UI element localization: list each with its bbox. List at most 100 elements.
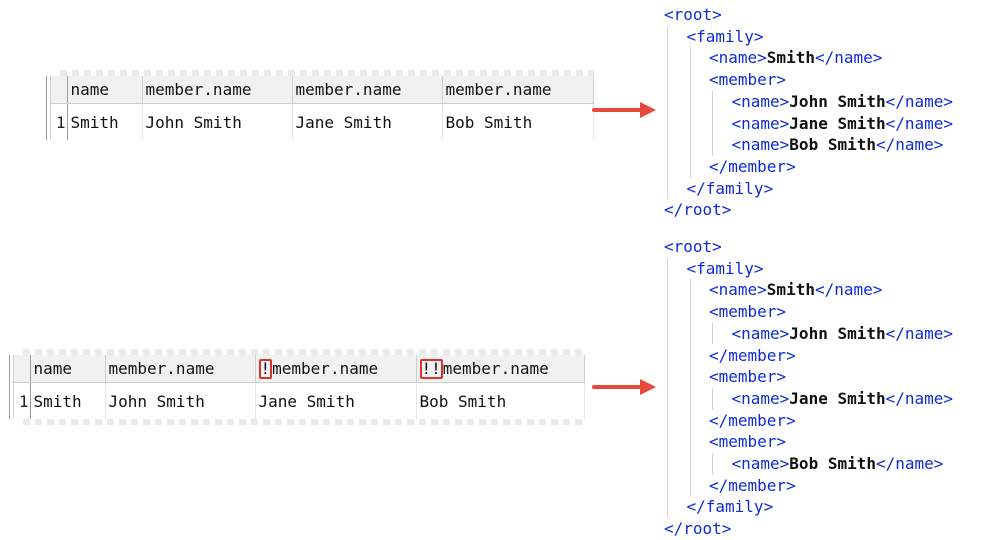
xml-tag: <member> bbox=[709, 302, 787, 322]
xml-line: <name>John Smith</name> bbox=[664, 91, 954, 113]
xml-tag: </family> bbox=[686, 178, 774, 198]
row-header-corner[interactable] bbox=[50, 76, 68, 104]
column-header[interactable]: member.name bbox=[292, 76, 443, 104]
xml-tag: <name> bbox=[731, 113, 790, 133]
xml-tag: <name> bbox=[731, 135, 790, 155]
xml-value: Bob Smith bbox=[789, 135, 876, 155]
xml-tag: </name> bbox=[885, 113, 954, 133]
xml-line: </root> bbox=[664, 199, 953, 221]
xml-line: <name>Jane Smith</name> bbox=[664, 388, 954, 410]
table-row: 1 Smith John Smith Jane Smith Bob Smith bbox=[50, 103, 594, 140]
xml-value: Jane Smith bbox=[789, 388, 886, 408]
xml-tag: <name> bbox=[731, 388, 790, 408]
xml-tag: <member> bbox=[709, 432, 787, 452]
xml-tag: <member> bbox=[709, 70, 787, 90]
xml-line: </member> bbox=[664, 156, 953, 178]
xml-tag: </name> bbox=[885, 323, 954, 343]
xml-tag: </name> bbox=[814, 280, 883, 300]
xml-tag: <name> bbox=[731, 454, 790, 474]
table-cell[interactable]: Jane Smith bbox=[255, 382, 417, 419]
table-cell[interactable]: Smith bbox=[67, 103, 143, 140]
xml-tag: <family> bbox=[686, 258, 764, 278]
table-cell[interactable]: Jane Smith bbox=[292, 103, 443, 140]
xml-tag: <name> bbox=[709, 280, 767, 300]
table-cell[interactable]: Bob Smith bbox=[442, 103, 594, 140]
column-header-label: member.name bbox=[272, 358, 379, 378]
xml-value: Bob Smith bbox=[789, 454, 876, 474]
column-header-label: member.name bbox=[108, 359, 215, 378]
table-2-header-row: name member.name !member.name !!member.n… bbox=[13, 355, 585, 383]
xml-value: Smith bbox=[766, 280, 815, 300]
xml-line: </member> bbox=[664, 475, 953, 497]
table-1-left-edge bbox=[46, 76, 51, 140]
table-1-header-row: name member.name member.name member.name bbox=[50, 76, 594, 104]
indent-guide bbox=[712, 453, 713, 475]
xml-line: <member> bbox=[664, 301, 953, 323]
xml-tag: </member> bbox=[709, 475, 796, 495]
column-header[interactable]: !!member.name bbox=[416, 355, 585, 383]
column-header-label: member.name bbox=[145, 80, 252, 99]
xml-tag: </family> bbox=[686, 497, 774, 517]
indent-guide bbox=[667, 257, 668, 519]
row-number[interactable]: 1 bbox=[13, 382, 31, 419]
table-1-grid: name member.name member.name member.name… bbox=[50, 76, 594, 140]
column-header-label: name bbox=[33, 359, 73, 378]
indent-guide bbox=[689, 47, 691, 178]
xml-tag: <root> bbox=[664, 237, 722, 256]
table-1-ghost-row bbox=[60, 70, 594, 76]
xml-tag: </name> bbox=[876, 135, 944, 155]
row-header-corner[interactable] bbox=[13, 355, 31, 383]
column-header-label: member.name bbox=[442, 358, 549, 378]
table-2-ghost-row-top bbox=[23, 349, 585, 355]
column-header[interactable]: member.name bbox=[142, 76, 293, 104]
column-header-label: member.name bbox=[445, 80, 552, 99]
row-number[interactable]: 1 bbox=[50, 103, 68, 140]
xml-line: <family> bbox=[664, 26, 953, 48]
indent-guide bbox=[712, 322, 713, 345]
xml-output-1: <root><family><name>Smith</name><member>… bbox=[664, 4, 953, 221]
column-header[interactable]: member.name bbox=[105, 355, 256, 383]
xml-line: <name>Bob Smith</name> bbox=[664, 134, 953, 156]
xml-line: </root> bbox=[664, 518, 953, 540]
exclamation-marker-highlight: ! bbox=[258, 358, 273, 379]
xml-tag: <family> bbox=[686, 26, 764, 46]
xml-tag: <name> bbox=[731, 323, 790, 343]
table-cell[interactable]: John Smith bbox=[142, 103, 293, 140]
column-header-label: name bbox=[70, 80, 110, 99]
xml-value: John Smith bbox=[789, 91, 886, 111]
column-header[interactable]: member.name bbox=[442, 76, 594, 104]
xml-tag: </root> bbox=[664, 519, 732, 539]
xml-line: <family> bbox=[664, 258, 953, 280]
xml-line: <name>Smith</name> bbox=[664, 279, 953, 301]
xml-line: <name>John Smith</name> bbox=[664, 323, 954, 345]
xml-line: <root> bbox=[664, 236, 953, 258]
xml-tag: </member> bbox=[709, 156, 796, 176]
column-header[interactable]: name bbox=[67, 76, 143, 104]
indent-guide bbox=[667, 25, 668, 200]
xml-line: <name>Smith</name> bbox=[664, 47, 953, 69]
table-2-left-edge bbox=[9, 355, 14, 419]
table-cell[interactable]: John Smith bbox=[105, 382, 256, 419]
xml-value: Smith bbox=[766, 48, 815, 68]
table-cell[interactable]: Bob Smith bbox=[416, 382, 585, 419]
xml-line: </family> bbox=[664, 178, 953, 200]
double-exclamation-marker-highlight: !! bbox=[419, 358, 443, 379]
xml-tag: </root> bbox=[664, 200, 732, 220]
indent-guide bbox=[712, 387, 713, 410]
xml-value: John Smith bbox=[789, 323, 886, 343]
xml-tag: </name> bbox=[876, 454, 944, 474]
arrow-right-icon bbox=[592, 379, 656, 395]
column-header[interactable]: name bbox=[30, 355, 106, 383]
xml-tag: <root> bbox=[664, 5, 722, 24]
column-header[interactable]: !member.name bbox=[255, 355, 417, 383]
table-cell[interactable]: Smith bbox=[30, 382, 106, 419]
xml-value: Jane Smith bbox=[789, 113, 886, 133]
xml-output-2: <root><family><name>Smith</name><member>… bbox=[664, 236, 953, 540]
xml-line: <name>Bob Smith</name> bbox=[664, 453, 953, 475]
xml-tag: <member> bbox=[709, 367, 787, 387]
xml-tag: </name> bbox=[814, 48, 883, 68]
xml-tag: </name> bbox=[885, 91, 954, 111]
table-2-grid: name member.name !member.name !!member.n… bbox=[13, 355, 585, 419]
xml-tag: <name> bbox=[709, 48, 767, 68]
arrow-right-icon bbox=[592, 102, 656, 118]
